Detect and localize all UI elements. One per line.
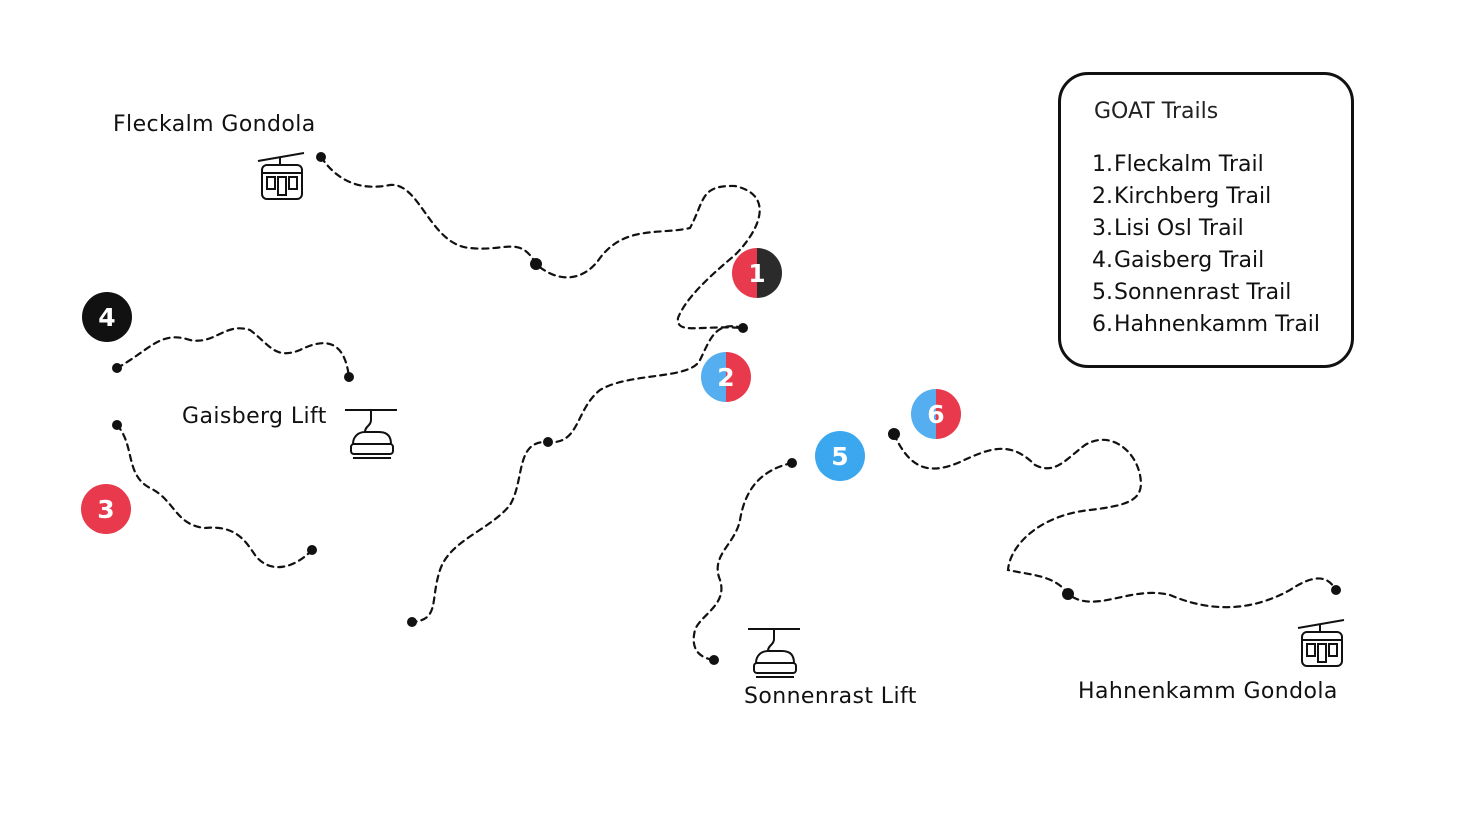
trail-point-icon [543, 437, 553, 447]
trail-marker-2[interactable]: 2 [701, 352, 751, 402]
legend-item-number: 5. [1092, 280, 1113, 305]
trail-path-fleckalm [319, 155, 761, 330]
trail-point-icon [738, 323, 748, 333]
trail-point-icon [112, 420, 122, 430]
marker-label: 5 [831, 442, 848, 471]
legend-item-number: 6. [1092, 312, 1113, 337]
legend-item: 1.Fleckalm Trail [1089, 149, 1320, 181]
marker-label: 2 [717, 363, 734, 392]
trail-marker-4[interactable]: 4 [82, 292, 132, 342]
place-label-hahnenkamm-gondola: Hahnenkamm Gondola [1078, 679, 1338, 704]
trail-point-icon [307, 545, 317, 555]
chairlift-icon [345, 409, 397, 459]
trail-path-lisi-osl [115, 423, 314, 569]
trail-point-icon [316, 152, 326, 162]
trail-path-sonnenrast [692, 461, 794, 662]
place-label-fleckalm-gondola: Fleckalm Gondola [113, 112, 316, 137]
place-label-sonnenrast-lift: Sonnenrast Lift [744, 684, 917, 709]
legend-item-label: Kirchberg Trail [1114, 184, 1272, 209]
trail-point-icon [530, 258, 542, 270]
marker-label: 4 [98, 303, 115, 332]
trail-path-kirchberg [410, 325, 745, 624]
legend-item: 6.Hahnenkamm Trail [1089, 309, 1320, 341]
legend-item-number: 3. [1092, 216, 1113, 241]
trail-path-hahnenkamm [892, 432, 1338, 609]
legend-list: 1.Fleckalm Trail 2.Kirchberg Trail 3.Lis… [1089, 149, 1320, 341]
trail-marker-1[interactable]: 1 [732, 248, 782, 298]
legend-item-label: Gaisberg Trail [1114, 248, 1265, 273]
trail-point-icon [709, 655, 719, 665]
legend-item-number: 2. [1092, 184, 1113, 209]
legend-item-label: Fleckalm Trail [1114, 152, 1264, 177]
trail-point-icon [1331, 585, 1341, 595]
legend-item-label: Sonnenrast Trail [1114, 280, 1292, 305]
legend-item-label: Hahnenkamm Trail [1114, 312, 1321, 337]
marker-label: 1 [748, 259, 765, 288]
legend-item: 4.Gaisberg Trail [1089, 245, 1320, 277]
trail-point-icon [407, 617, 417, 627]
legend-box: GOAT Trails 1.Fleckalm Trail 2.Kirchberg… [1058, 72, 1354, 368]
trail-point-icon [888, 428, 900, 440]
gondola-icon [257, 152, 305, 200]
trail-point-icon [1062, 588, 1074, 600]
legend-item-number: 1. [1092, 152, 1113, 177]
trail-marker-3[interactable]: 3 [81, 484, 131, 534]
legend-item: 5.Sonnenrast Trail [1089, 277, 1320, 309]
chairlift-icon [748, 628, 800, 678]
gondola-icon [1297, 619, 1345, 667]
trail-path-gaisberg [115, 327, 351, 379]
trail-marker-5[interactable]: 5 [815, 431, 865, 481]
legend-item-label: Lisi Osl Trail [1114, 216, 1244, 241]
legend-item: 3.Lisi Osl Trail [1089, 213, 1320, 245]
trail-point-icon [344, 372, 354, 382]
trail-point-icon [112, 363, 122, 373]
trail-marker-6[interactable]: 6 [911, 389, 961, 439]
legend-title: GOAT Trails [1094, 99, 1219, 124]
marker-label: 3 [97, 495, 114, 524]
place-label-gaisberg-lift: Gaisberg Lift [182, 404, 327, 429]
legend-item: 2.Kirchberg Trail [1089, 181, 1320, 213]
marker-label: 6 [927, 400, 944, 429]
legend-item-number: 4. [1092, 248, 1113, 273]
trail-point-icon [787, 458, 797, 468]
